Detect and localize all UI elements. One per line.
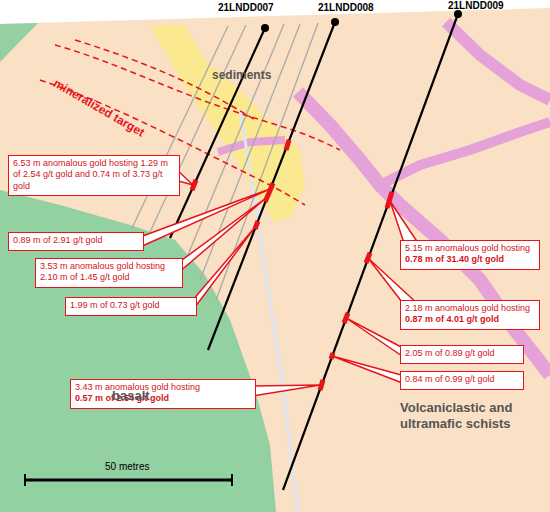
collar-dot: [261, 24, 269, 32]
callout-pointer: [178, 198, 266, 273]
hole-label: 21LNDD007: [218, 2, 274, 14]
drill-hole: [208, 22, 335, 350]
callout-text: 2.18 m anomalous gold hosting: [405, 303, 535, 314]
callout-box: 6.53 m anomalous gold hosting 1.29 m of …: [8, 155, 180, 196]
scale-label: 50 metres: [105, 461, 149, 473]
callout-box: 0.89 m of 2.91 g/t gold: [8, 232, 144, 251]
callout-text: 1.99 m of 0.73 g/t gold: [70, 300, 192, 311]
callout-box: 2.18 m anomalous gold hosting0.87 m of 4…: [400, 300, 540, 330]
unit-label: basalt: [112, 388, 150, 404]
basalt-unit: [0, 190, 276, 512]
hole-label: 21LNDD009: [448, 0, 504, 12]
intrusive-band: [446, 22, 550, 100]
callout-text: 0.87 m of 4.01 g/t gold: [405, 314, 535, 325]
collar-dot: [454, 10, 462, 18]
target-label: mineralized target: [51, 76, 147, 140]
callout-pointer: [140, 189, 270, 247]
callout-pointer: [192, 226, 256, 311]
callout-text: 5.15 m anomalous gold hosting: [405, 243, 535, 254]
hole-label: 21LNDD008: [318, 2, 374, 14]
callout-text: 3.43 m anomalous gold hosting: [75, 382, 251, 393]
collar-dot: [331, 18, 339, 26]
intercept-mark: [286, 140, 289, 150]
callout-box: 5.15 m anomalous gold hosting0.78 m of 3…: [400, 240, 540, 270]
callout-text: 2.05 m of 0.89 g/t gold: [405, 348, 519, 359]
callout-box: 3.43 m anomalous gold hosting0.57 m of 2…: [70, 379, 256, 409]
target-line: [55, 45, 340, 150]
fault: [240, 110, 298, 512]
collars: [261, 10, 462, 32]
callout-text: 2.10 m of 1.45 g/t gold: [40, 272, 178, 283]
scale-bar: [25, 479, 232, 482]
callout-text: 6.53 m anomalous gold hosting 1.29 m of …: [13, 158, 175, 192]
drill-trace: [150, 25, 246, 232]
callout-box: 0.84 m of 0.99 g/t gold: [400, 371, 524, 390]
callout-text: 0.89 m of 2.91 g/t gold: [13, 235, 139, 246]
callout-text: 0.78 m of 31.40 g/t gold: [405, 254, 535, 265]
intercepts: [192, 140, 392, 390]
unit-label: sediments: [212, 68, 271, 82]
callout-pointer: [252, 385, 320, 396]
intercept-mark: [269, 183, 273, 193]
callout-box: 3.53 m anomalous gold hosting2.10 m of 1…: [35, 258, 183, 288]
scale-tick: [24, 474, 26, 486]
drill-trace: [185, 24, 284, 262]
basalt-unit: [0, 23, 38, 62]
intrusive-band: [380, 122, 550, 185]
intrusive-band: [298, 92, 550, 375]
callout-text: 0.84 m of 0.99 g/t gold: [405, 374, 519, 385]
callout-box: 2.05 m of 0.89 g/t gold: [400, 345, 524, 364]
schist-ground: [0, 8, 550, 512]
intrusive-band: [218, 140, 285, 152]
callout-pointer: [346, 318, 405, 358]
callout-pointer: [332, 356, 405, 384]
callout-text: 0.57 m of 2.54 g/t gold: [75, 393, 251, 404]
unit-label: Volcaniclastic and ultramafic schists: [400, 400, 530, 431]
drill-hole: [170, 28, 265, 238]
scale-tick: [231, 474, 233, 486]
callout-text: 3.53 m anomalous gold hosting: [40, 261, 178, 272]
callout-box: 1.99 m of 0.73 g/t gold: [65, 297, 197, 316]
